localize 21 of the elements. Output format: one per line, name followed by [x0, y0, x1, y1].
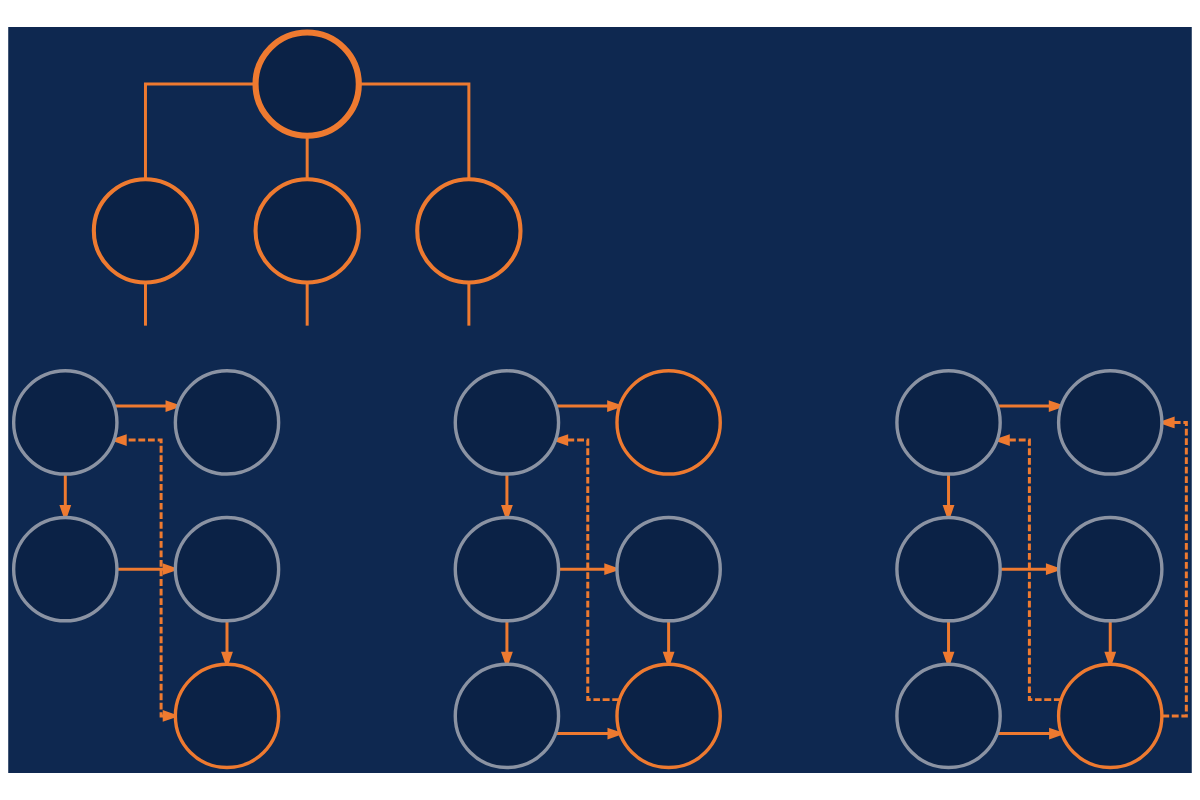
node-circle [895, 515, 1002, 623]
node-circle [91, 177, 200, 285]
node-circle [11, 369, 119, 476]
node-circle [1056, 369, 1164, 476]
node-circle [252, 29, 362, 139]
node-circle [173, 662, 281, 770]
node-circle [895, 369, 1002, 476]
node-circle [895, 662, 1002, 770]
node-circle [253, 177, 361, 285]
node-circle [615, 662, 722, 770]
node-circle [453, 662, 561, 770]
node-circle [453, 369, 561, 476]
node-circle [615, 515, 722, 623]
node-circle [173, 369, 281, 476]
node-circle [11, 515, 119, 623]
node-circle [1056, 662, 1164, 770]
node-circle [615, 369, 722, 476]
node-circle [1056, 515, 1164, 623]
node-circle [453, 515, 561, 623]
node-circle [173, 515, 281, 623]
node-circle [415, 177, 523, 285]
